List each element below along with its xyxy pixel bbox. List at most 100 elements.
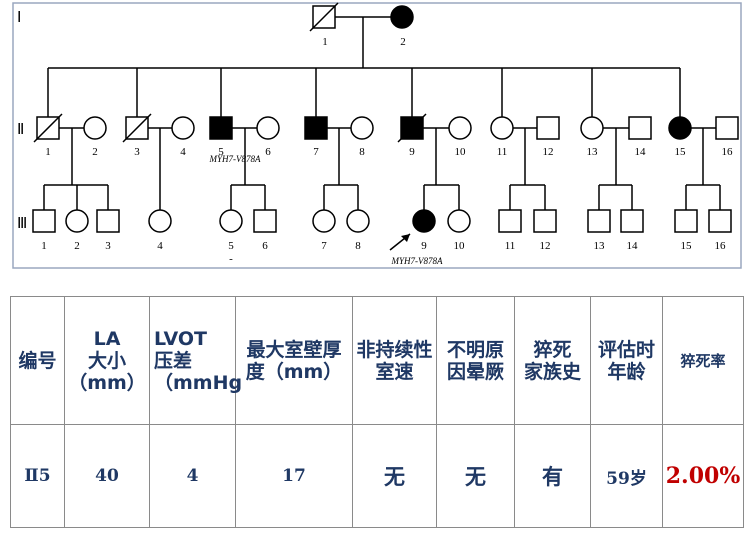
gen2-label-5: 5 — [218, 146, 224, 158]
gen2-individual-12 — [536, 116, 560, 140]
gen3-label-10: 10 — [454, 240, 466, 252]
cell-id: Ⅱ5 — [10, 424, 65, 528]
header-nsvt: 非持续性 室速 — [352, 296, 437, 425]
gen3-individual-4 — [148, 209, 172, 233]
gen3-individual-5 — [219, 209, 243, 233]
header-age-line2: 年龄 — [607, 360, 646, 383]
gen3-individual-10 — [447, 209, 471, 233]
header-lvot-line3: （mmHg — [154, 371, 243, 394]
gen2-individual-1-deceased-mark — [33, 113, 63, 143]
header-scd-family: 猝死 家族史 — [514, 296, 591, 425]
gen3-note-5: - — [229, 253, 233, 265]
cell-scd-family: 有 — [514, 424, 591, 528]
gen3-individual-14 — [620, 209, 644, 233]
header-la-line2: 大小 — [87, 349, 126, 372]
cell-nsvt: 无 — [352, 424, 437, 528]
gen3-label-9: 9 — [421, 240, 427, 252]
gen3-label-16: 16 — [715, 240, 727, 252]
header-nsvt-line2: 室速 — [375, 360, 414, 383]
gen3-individual-15 — [674, 209, 698, 233]
gen3-label-8: 8 — [355, 240, 361, 252]
gen3-label-5: 5 — [228, 240, 234, 252]
gen2-label-7: 7 — [313, 146, 319, 158]
header-la: LA 大小 （mm） — [64, 296, 150, 425]
gen2-label-16: 16 — [722, 146, 734, 158]
gen3-label-13: 13 — [594, 240, 606, 252]
gen2-individual-8 — [350, 116, 374, 140]
gen2-individual-3-deceased-mark — [122, 113, 152, 143]
header-wall-line1: 最大室壁厚 — [246, 338, 342, 361]
gen2-individual-7 — [304, 116, 328, 140]
gen3-label-12: 12 — [540, 240, 551, 252]
gen2-label-11: 11 — [497, 146, 508, 158]
generation-label-2: Ⅱ — [17, 122, 24, 138]
header-scd-line2: 家族史 — [523, 360, 581, 383]
header-la-line3: （mm） — [68, 371, 146, 394]
gen3-label-15: 15 — [681, 240, 693, 252]
gen3-mutation-label-9: MYH7-V878A — [391, 256, 443, 266]
gen2-label-15: 15 — [675, 146, 687, 158]
gen2-individual-9-deceased-mark — [397, 113, 427, 143]
header-wall-line2: 度（mm） — [245, 360, 343, 383]
gen2-label-9: 9 — [409, 146, 415, 158]
header-age: 评估时 年龄 — [590, 296, 663, 425]
table-header-row: 编号 LA 大小 （mm） LVOT 压差 （mmHg 最大室壁厚 度（mm） … — [10, 296, 744, 425]
gen3-individual-6 — [253, 209, 277, 233]
gen3-individual-12 — [533, 209, 557, 233]
gen2-individual-14 — [628, 116, 652, 140]
gen2-individual-15 — [668, 116, 692, 140]
gen2-individual-4 — [171, 116, 195, 140]
header-lvot-line1: LVOT — [154, 327, 207, 350]
cell-risk: 2.00% — [662, 424, 744, 528]
gen2-mutation-label-5: MYH7-V878A — [209, 154, 261, 164]
header-syncope-line1: 不明原 — [446, 338, 504, 361]
gen3-label-4: 4 — [157, 240, 163, 252]
gen2-label-1: 1 — [45, 146, 51, 158]
gen3-label-11: 11 — [505, 240, 516, 252]
gen1-label-2: 2 — [400, 36, 406, 48]
gen2-label-6: 6 — [265, 146, 271, 158]
header-scd-line1: 猝死 — [533, 338, 572, 361]
gen1-individual-1-deceased-mark — [309, 2, 339, 32]
gen3-individual-11 — [498, 209, 522, 233]
gen2-label-13: 13 — [587, 146, 599, 158]
gen2-label-14: 14 — [635, 146, 647, 158]
gen3-individual-7 — [312, 209, 336, 233]
gen2-label-2: 2 — [92, 146, 98, 158]
pedigree-frame — [12, 2, 742, 269]
gen2-individual-2 — [83, 116, 107, 140]
gen2-label-3: 3 — [134, 146, 140, 158]
header-wall: 最大室壁厚 度（mm） — [235, 296, 353, 425]
gen3-label-14: 14 — [627, 240, 639, 252]
header-risk: 猝死率 — [662, 296, 744, 425]
header-lvot-line2: 压差 — [154, 349, 193, 372]
header-la-line1: LA — [93, 327, 121, 350]
gen3-individual-8 — [346, 209, 370, 233]
table-row: Ⅱ5 40 4 17 无 无 有 59岁 2.00% — [10, 424, 744, 528]
gen2-individual-10 — [448, 116, 472, 140]
risk-table: 编号 LA 大小 （mm） LVOT 压差 （mmHg 最大室壁厚 度（mm） … — [10, 296, 744, 528]
gen2-individual-6 — [256, 116, 280, 140]
gen2-label-4: 4 — [180, 146, 186, 158]
gen3-label-7: 7 — [321, 240, 327, 252]
gen3-individual-3 — [96, 209, 120, 233]
header-age-line1: 评估时 — [597, 338, 655, 361]
gen2-individual-13 — [580, 116, 604, 140]
header-nsvt-line1: 非持续性 — [356, 338, 433, 361]
header-lvot: LVOT 压差 （mmHg — [149, 296, 243, 425]
cell-age: 59岁 — [590, 424, 663, 528]
gen3-label-1: 1 — [41, 240, 47, 252]
proband-arrow-head — [401, 234, 410, 242]
gen3-label-3: 3 — [105, 240, 111, 252]
gen2-individual-5 — [209, 116, 233, 140]
gen3-individual-16 — [708, 209, 732, 233]
gen1-individual-2 — [390, 5, 414, 29]
gen2-label-10: 10 — [455, 146, 467, 158]
gen2-label-12: 12 — [543, 146, 554, 158]
generation-label-3: Ⅲ — [17, 216, 27, 232]
gen1-label-1: 1 — [322, 36, 328, 48]
gen3-individual-13 — [587, 209, 611, 233]
gen3-label-2: 2 — [74, 240, 80, 252]
cell-lvot: 4 — [149, 424, 236, 528]
